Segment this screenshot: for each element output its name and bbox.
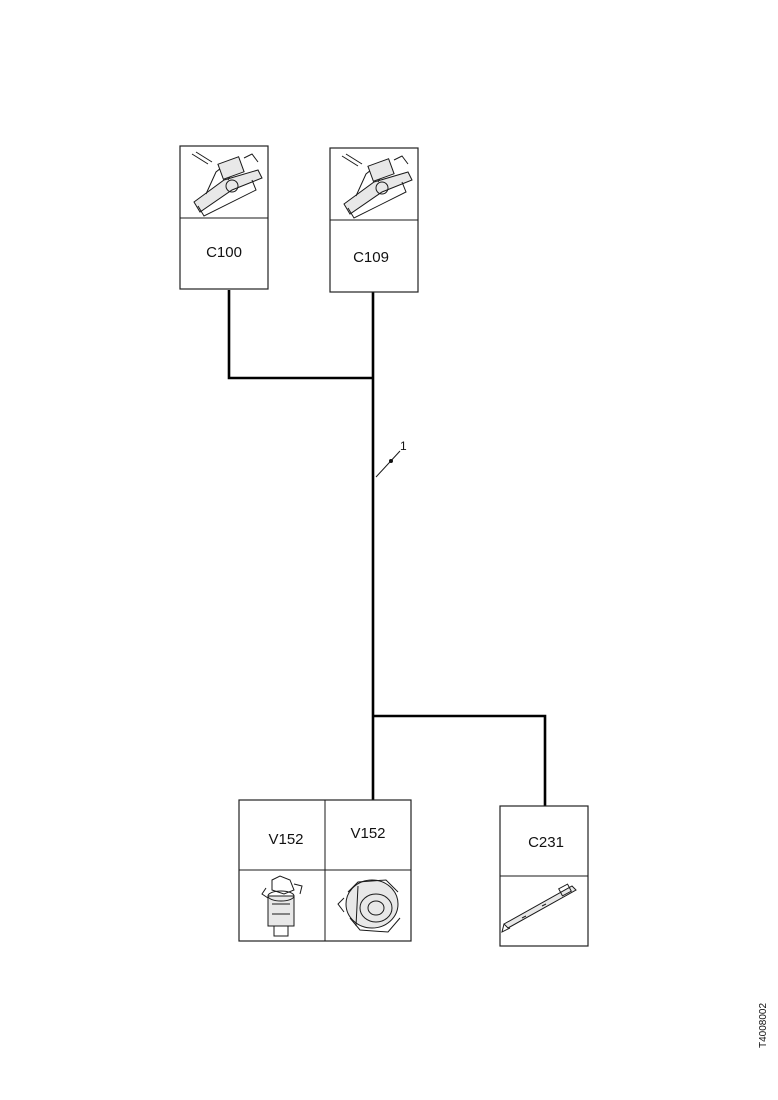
callout-leader-line [375,450,401,478]
callout-number: 1 [400,439,407,453]
valve-solenoid-icon [261,875,303,937]
wire-c100-branch [227,290,373,380]
component-c100: C100 [179,145,269,290]
reference-code: T4008002 [758,1003,769,1048]
component-c231: C231 [499,805,589,947]
c100-label: C100 [206,244,242,261]
valve-body-icon [337,879,401,933]
v152-b-label: V152 [350,825,385,842]
sensor-rod-icon [501,883,577,933]
wire-c231-branch [373,714,547,806]
c109-label: C109 [353,249,389,266]
c231-label: C231 [528,834,564,851]
callout-1: 1 [375,439,407,478]
component-c109: C109 [329,147,419,293]
wire-harness [227,290,547,806]
v152-a-label: V152 [268,831,303,848]
callout-dot [389,459,393,463]
switch-connector-icon [191,151,263,217]
switch-connector-icon [341,153,413,219]
component-v152-pair: V152 V152 [238,799,412,942]
